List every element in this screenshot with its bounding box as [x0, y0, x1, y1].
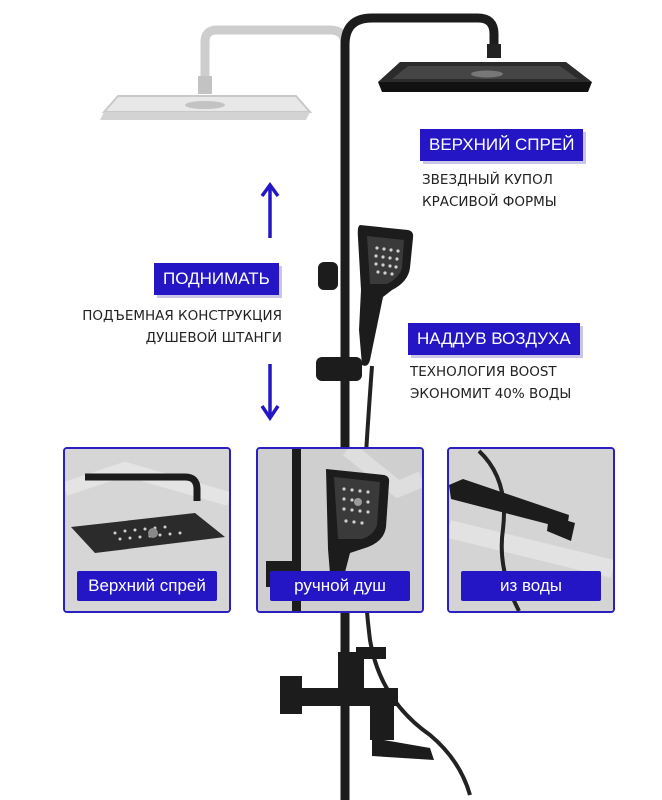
raised-shower-ghost	[100, 25, 350, 270]
hand-shower	[316, 225, 472, 796]
panel-label-hand-shower: ручной душ	[270, 571, 410, 601]
desc-top-spray-line-1: ЗВЕЗДНЫЙ КУПОЛ	[422, 172, 553, 188]
panel-top-spray: Верхний спрей	[63, 447, 231, 613]
badge-lift: ПОДНИМАТЬ	[154, 263, 279, 295]
desc-air-boost-line-2: ЭКОНОМИТ 40% ВОДЫ	[410, 386, 572, 402]
arrow-up-icon	[260, 182, 280, 238]
arrow-down-icon	[260, 364, 280, 422]
shower-column	[340, 13, 592, 725]
badge-top-spray: ВЕРХНИЙ СПРЕЙ	[420, 129, 584, 161]
desc-air-boost-line-1: ТЕХНОЛОГИЯ BOOST	[410, 364, 557, 380]
desc-top-spray: ЗВЕЗДНЫЙ КУПОЛ КРАСИВОЙ ФОРМЫ	[422, 169, 557, 213]
bath-spout-icon	[449, 449, 613, 611]
desc-lift-line-1: ПОДЪЕМНАЯ КОНСТРУКЦИЯ	[82, 308, 282, 324]
panel-label-top-spray: Верхний спрей	[77, 571, 217, 601]
mixer-valve	[280, 647, 434, 800]
badge-air-boost: НАДДУВ ВОЗДУХА	[408, 323, 580, 355]
panel-label-bath-spout: из воды	[461, 571, 601, 601]
desc-lift-line-2: ДУШЕВОЙ ШТАНГИ	[145, 330, 282, 346]
panel-bath-spout: из воды	[447, 447, 615, 613]
desc-lift: ПОДЪЕМНАЯ КОНСТРУКЦИЯ ДУШЕВОЙ ШТАНГИ	[82, 305, 282, 349]
desc-air-boost: ТЕХНОЛОГИЯ BOOST ЭКОНОМИТ 40% ВОДЫ	[410, 361, 571, 405]
desc-top-spray-line-2: КРАСИВОЙ ФОРМЫ	[422, 194, 557, 210]
panel-hand-shower: ручной душ	[256, 447, 424, 613]
